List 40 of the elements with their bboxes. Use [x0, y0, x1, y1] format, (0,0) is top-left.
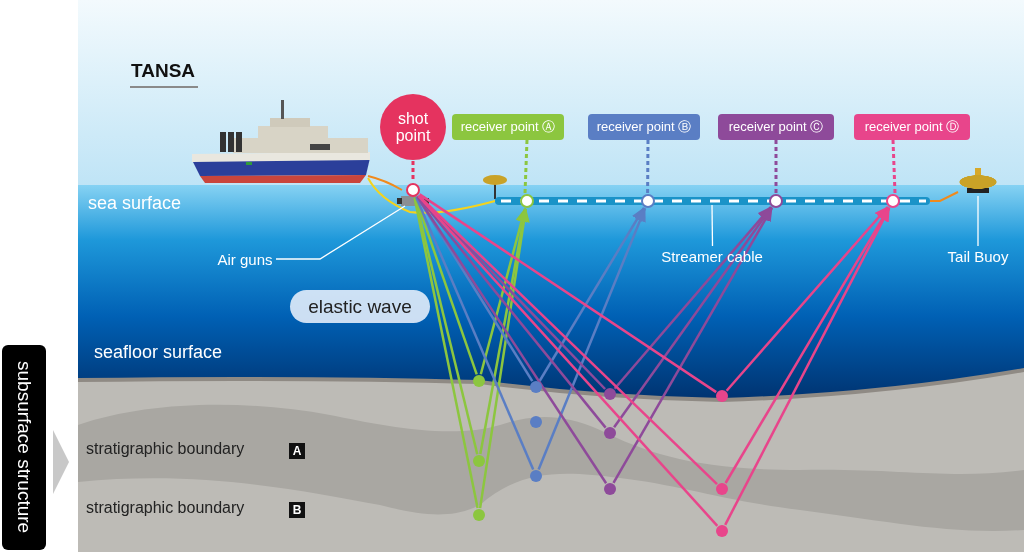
wave-ray — [415, 196, 535, 471]
leader-line — [977, 195, 979, 247]
wave-ray-arrow — [479, 207, 528, 375]
receiver-label: receiver point Ⓓ — [854, 114, 970, 140]
leader-line — [411, 161, 415, 182]
ship-name-label: TANSA — [131, 60, 196, 82]
wave-ray-arrow — [613, 206, 772, 390]
wave-ray — [416, 196, 608, 484]
boundary-label: stratigraphic boundary — [86, 499, 245, 517]
leader-line — [646, 140, 650, 193]
leader-line — [275, 205, 406, 260]
wave-ray-arrow — [479, 207, 530, 455]
air-guns-label: Air guns — [214, 250, 276, 268]
air-gun-drawing — [397, 196, 429, 206]
leader-line — [774, 140, 778, 193]
seafloor-surface-label: seafloor surface — [94, 342, 223, 363]
boundary-badge: B — [289, 502, 305, 518]
leader-line — [891, 139, 897, 194]
boundary-label: stratigraphic boundary — [86, 440, 245, 458]
receiver-label: receiver point Ⓑ — [588, 114, 700, 140]
subsurface-structure-label: subsurface structure — [2, 345, 46, 550]
wave-ray-arrow — [538, 207, 645, 382]
tail-buoy-label: Tail Buoy — [938, 246, 1018, 266]
wave-ray-arrow — [537, 207, 647, 470]
boundary-badge: A — [289, 443, 305, 459]
tow-cable — [929, 191, 959, 202]
streamer-cable-label: Streamer cable — [650, 246, 774, 266]
wave-ray — [413, 197, 479, 509]
elastic-wave-label: elastic wave — [290, 290, 430, 323]
wave-ray-arrow — [613, 206, 773, 429]
receiver-label: receiver point Ⓐ — [452, 114, 564, 140]
wave-ray — [419, 193, 717, 394]
streamer-cable — [495, 197, 930, 205]
leader-line — [523, 139, 529, 194]
sea-surface-label: sea surface — [88, 193, 182, 214]
receiver-label: receiver point Ⓒ — [718, 114, 834, 140]
wave-ray-arrow — [478, 207, 530, 509]
leader-line — [711, 204, 714, 247]
wave-ray-arrow — [612, 207, 774, 484]
wave-ray-arrow — [725, 206, 889, 392]
